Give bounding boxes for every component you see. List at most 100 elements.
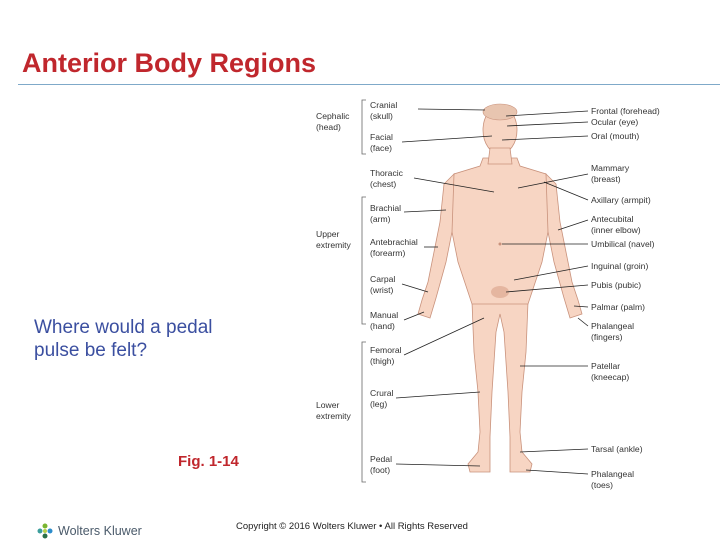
- title-divider: [18, 84, 720, 85]
- label-antebrachial: Antebrachial(forearm): [370, 237, 418, 258]
- label-antecubital: Antecubital(inner elbow): [591, 214, 641, 235]
- question-text: Where would a pedal pulse be felt?: [34, 316, 294, 362]
- right-region-labels: Frontal (forehead) Ocular (eye) Oral (mo…: [591, 106, 660, 490]
- publisher-logo: Wolters Kluwer: [36, 520, 142, 542]
- label-brachial-line-1: Brachial: [370, 203, 401, 213]
- figure-reference: Fig. 1-14: [178, 453, 239, 470]
- label-antecubital-line-2: (inner elbow): [591, 225, 641, 235]
- figure-torso: [449, 157, 551, 305]
- label-cranial-line-2: (skull): [370, 111, 393, 121]
- figure-left-arm: [545, 172, 583, 319]
- label-pedal-line-1: Pedal: [370, 454, 392, 464]
- label-tarsal-line-1: Tarsal (ankle): [591, 444, 643, 454]
- label-facial-line-2: (face): [370, 143, 392, 153]
- label-thoracic: Thoracic(chest): [370, 168, 404, 189]
- leader-crural: [395, 391, 481, 399]
- label-axillary-line-1: Axillary (armpit): [591, 195, 651, 205]
- leader-brachial: [403, 209, 447, 213]
- label-pedal-line-2: (foot): [370, 465, 390, 475]
- label-phalangeal-toes-line-1: Phalangeal: [591, 469, 634, 479]
- label-mammary: Mammary(breast): [591, 163, 630, 184]
- label-umbilical: Umbilical (navel): [591, 239, 655, 249]
- label-pedal: Pedal(foot): [370, 454, 392, 475]
- leader-frontal: [505, 110, 589, 117]
- label-manual: Manual(hand): [370, 310, 398, 331]
- group-label-cephalic: Cephalic(head): [316, 111, 350, 132]
- label-umbilical-line-1: Umbilical (navel): [591, 239, 655, 249]
- group-lower-line-1: Lower: [316, 400, 340, 410]
- label-phalangeal-fingers-line-1: Phalangeal: [591, 321, 634, 331]
- label-ocular: Ocular (eye): [591, 117, 638, 127]
- label-palmar: Palmar (palm): [591, 302, 645, 312]
- label-inguinal: Inguinal (groin): [591, 261, 648, 271]
- label-phalangeal-fingers: Phalangeal(fingers): [591, 321, 634, 342]
- leader-axillary: [543, 181, 589, 201]
- label-cranial-line-1: Cranial: [370, 100, 397, 110]
- label-femoral: Femoral(thigh): [370, 345, 402, 366]
- label-antebrachial-line-2: (forearm): [370, 248, 405, 258]
- label-crural-line-2: (leg): [370, 399, 387, 409]
- label-cranial: Cranial(skull): [370, 100, 397, 121]
- question-line-1: Where would a pedal: [34, 317, 213, 338]
- leader-phalangeal-fingers: [577, 317, 589, 327]
- question-line-2: pulse be felt?: [34, 340, 148, 361]
- leader-palmar: [573, 305, 589, 308]
- label-phalangeal-toes-line-2: (toes): [591, 480, 613, 490]
- leader-phalangeal-toes: [525, 469, 589, 475]
- label-femoral-line-1: Femoral: [370, 345, 402, 355]
- label-antebrachial-line-1: Antebrachial: [370, 237, 418, 247]
- label-oral-line-1: Oral (mouth): [591, 131, 639, 141]
- leader-pubis: [505, 284, 589, 293]
- bracket-cephalic: [361, 99, 366, 155]
- copyright-notice: Copyright © 2016 Wolters Kluwer • All Ri…: [236, 521, 468, 532]
- leader-tarsal: [519, 448, 589, 453]
- leader-antecubital: [557, 219, 589, 231]
- label-palmar-line-1: Palmar (palm): [591, 302, 645, 312]
- leader-ocular: [506, 121, 589, 127]
- label-patellar: Patellar(kneecap): [591, 361, 629, 382]
- label-facial-line-1: Facial: [370, 132, 393, 142]
- label-tarsal: Tarsal (ankle): [591, 444, 643, 454]
- leader-lines: [395, 108, 589, 475]
- group-cephalic-line-1: Cephalic: [316, 111, 350, 121]
- label-carpal-line-1: Carpal: [370, 274, 395, 284]
- label-axillary: Axillary (armpit): [591, 195, 651, 205]
- label-brachial-line-2: (arm): [370, 214, 391, 224]
- group-cephalic-line-2: (head): [316, 122, 341, 132]
- label-inguinal-line-1: Inguinal (groin): [591, 261, 648, 271]
- label-mammary-line-2: (breast): [591, 174, 621, 184]
- group-lower-line-2: extremity: [316, 411, 352, 421]
- label-femoral-line-2: (thigh): [370, 356, 394, 366]
- wolters-kluwer-logo-icon: [37, 523, 53, 539]
- label-patellar-line-2: (kneecap): [591, 372, 629, 382]
- label-crural-line-1: Crural: [370, 388, 393, 398]
- label-manual-line-1: Manual: [370, 310, 398, 320]
- label-frontal: Frontal (forehead): [591, 106, 660, 116]
- label-antecubital-line-1: Antecubital: [591, 214, 634, 224]
- figure-right-arm: [417, 172, 455, 319]
- figure-legs: [467, 301, 533, 473]
- leader-cranial: [417, 108, 486, 111]
- label-mammary-line-1: Mammary: [591, 163, 630, 173]
- label-thoracic-line-2: (chest): [370, 179, 396, 189]
- label-facial: Facial(face): [370, 132, 393, 153]
- figure-neck: [487, 147, 513, 165]
- leader-pedal: [395, 463, 481, 467]
- figure-hair: [482, 103, 518, 121]
- label-brachial: Brachial(arm): [370, 203, 401, 224]
- label-carpal-line-2: (wrist): [370, 285, 394, 295]
- group-upper-line-2: extremity: [316, 240, 352, 250]
- label-phalangeal-fingers-line-2: (fingers): [591, 332, 623, 342]
- leader-mammary: [517, 173, 589, 189]
- label-crural: Crural(leg): [370, 388, 393, 409]
- label-patellar-line-1: Patellar: [591, 361, 620, 371]
- figure-pubic-region: [491, 286, 509, 298]
- logo-text: Wolters Kluwer: [58, 524, 142, 538]
- bracket-lower-extremity: [361, 341, 366, 483]
- group-upper-line-1: Upper: [316, 229, 340, 239]
- slide-title: Anterior Body Regions: [22, 48, 317, 78]
- leader-carpal: [401, 283, 429, 293]
